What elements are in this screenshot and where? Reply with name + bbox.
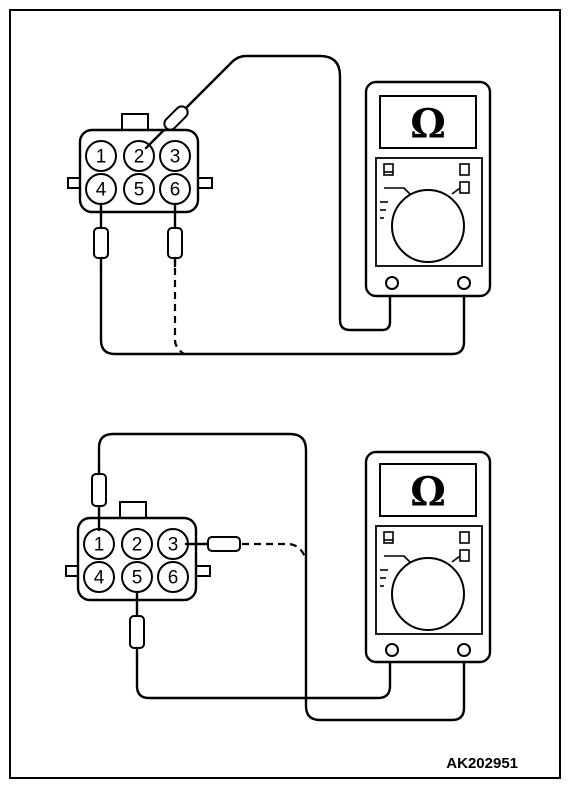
top-pin-5-label: 5 (134, 180, 145, 201)
top-pin-3-label: 3 (170, 147, 181, 168)
bottom-pin-4 (83, 561, 115, 593)
bottom-meter-jack-v (457, 643, 471, 657)
top-meter-dial (391, 189, 465, 263)
top-lead-pin2 (184, 54, 392, 332)
bottom-pin-1-label: 1 (94, 535, 105, 556)
bottom-probe-pin5 (129, 590, 145, 658)
bottom-pin-5-label: 5 (132, 568, 143, 589)
bottom-lead-pin5 (135, 650, 392, 700)
bottom-probe-pin1 (91, 464, 107, 532)
top-ohm-symbol: Ω (410, 101, 446, 148)
top-pin-2-label: 2 (134, 147, 145, 168)
bottom-dashed-lead-pin3 (242, 542, 308, 561)
top-dashed-lead-pin6 (173, 268, 185, 355)
top-meter-jack-com (385, 276, 399, 290)
bottom-connector: 1 2 3 4 5 6 (65, 501, 211, 602)
bottom-probe-pin3 (184, 536, 241, 552)
bottom-lead-pin1 (97, 432, 466, 722)
outer-frame (9, 9, 561, 779)
top-pin-6-label: 6 (170, 180, 181, 201)
top-connector: 1 2 3 4 5 6 (67, 113, 213, 214)
bottom-pin-6 (157, 561, 189, 593)
top-meter-jack-v (457, 276, 471, 290)
top-pin-3 (159, 140, 191, 172)
bottom-ohmmeter: Ω (364, 450, 492, 664)
top-panel: 1 2 3 4 5 6 Ω (67, 54, 492, 356)
bottom-pin-2-label: 2 (132, 535, 143, 556)
top-pin-4-label: 4 (96, 180, 107, 201)
top-lead-pin4 (99, 264, 466, 356)
bottom-pin-3-label: 3 (168, 535, 179, 556)
bottom-meter-jack-com (385, 643, 399, 657)
top-ohmmeter: Ω (364, 80, 492, 298)
bottom-meter-dial (391, 557, 465, 631)
bottom-pin-6-label: 6 (168, 568, 179, 589)
bottom-pin-2 (121, 528, 153, 560)
top-probe-pin6 (167, 202, 183, 268)
top-pin-1-label: 1 (96, 147, 107, 168)
top-probe-pin4 (93, 202, 109, 268)
top-pin-5 (123, 173, 155, 205)
figure-code: AK202951 (446, 755, 518, 772)
bottom-panel: 1 2 3 4 5 6 Ω (65, 432, 492, 722)
bottom-pin-4-label: 4 (94, 568, 105, 589)
bottom-ohm-symbol: Ω (410, 469, 446, 516)
top-pin-1 (85, 140, 117, 172)
